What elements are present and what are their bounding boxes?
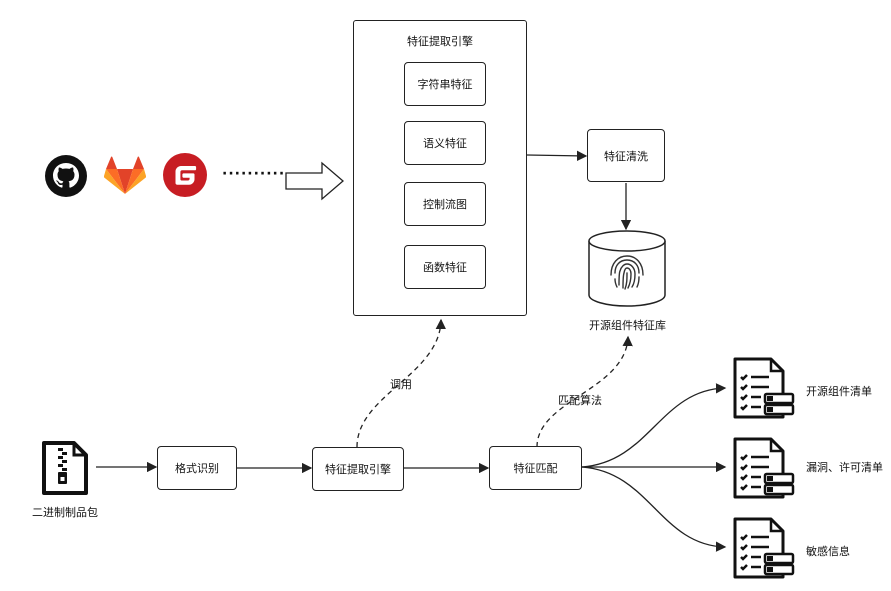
fingerprint-icon (610, 255, 644, 290)
call-label: 调用 (390, 378, 412, 391)
feature-cfg: 控制流图 (404, 182, 486, 226)
output-label-vuln-license: 漏洞、许可清单 (806, 461, 883, 474)
more-sources-ellipsis: ·········· (222, 166, 286, 182)
engine-title: 特征提取引擎 (407, 35, 473, 48)
github-icon (45, 155, 87, 197)
format-recognition-box: 格式识别 (157, 446, 237, 490)
match-to-output1-arrow (581, 383, 727, 468)
hollow-arrow-icon (285, 161, 344, 201)
checklist-doc-icon (733, 437, 795, 499)
database-label: 开源组件特征库 (589, 319, 666, 332)
input-label: 二进制制品包 (32, 506, 98, 519)
feature-semantic: 语义特征 (404, 121, 486, 165)
gitlab-icon (104, 156, 146, 194)
gitee-icon (163, 153, 207, 197)
feature-clean-box: 特征清洗 (587, 129, 665, 182)
checklist-doc-icon (733, 517, 795, 579)
algo-dashed-arrow (536, 335, 633, 448)
extract-engine-box: 特征提取引擎 (312, 447, 404, 491)
database-icon (588, 230, 666, 307)
feature-function: 函数特征 (404, 245, 486, 289)
algo-label: 匹配算法 (558, 394, 602, 407)
output-label-sensitive: 敏感信息 (806, 545, 850, 558)
output-label-components: 开源组件清单 (806, 385, 872, 398)
engine-to-clean-arrow (526, 150, 588, 162)
call-dashed-arrow (356, 318, 447, 448)
checklist-doc-icon (733, 357, 795, 419)
source-icons: ·········· (44, 152, 284, 198)
feature-string: 字符串特征 (404, 62, 486, 106)
feature-match-box: 特征匹配 (489, 446, 582, 490)
zip-file-icon (42, 441, 88, 495)
match-to-output3-arrow (581, 466, 727, 552)
